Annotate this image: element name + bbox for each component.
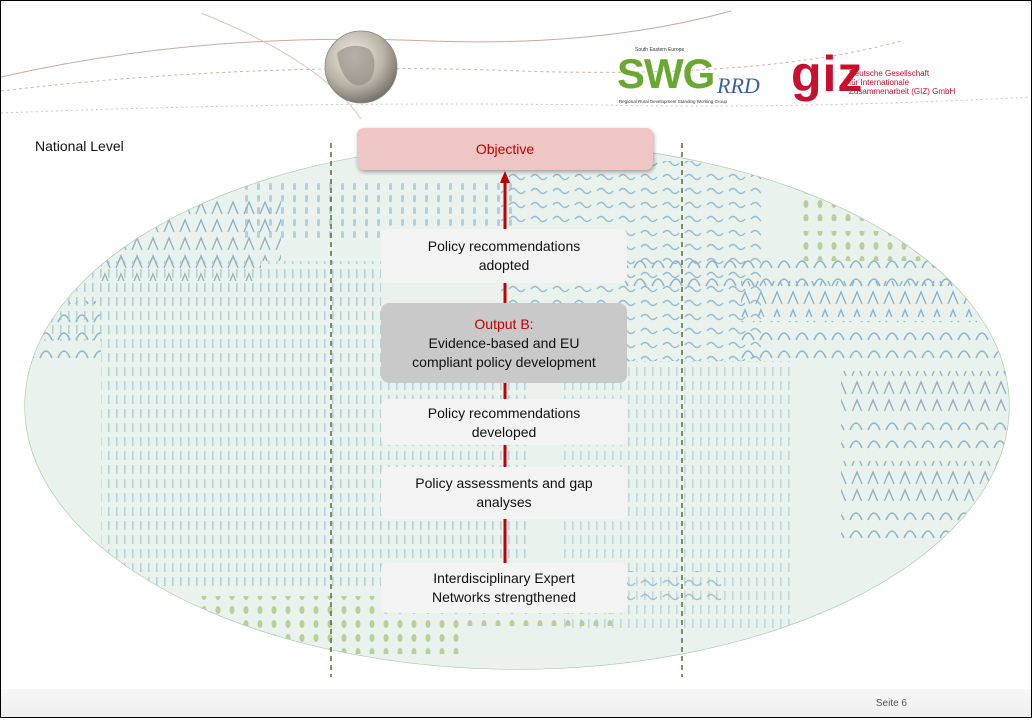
box-line: Policy recommendations xyxy=(427,238,581,254)
giz-logo-text: Deutsche Gesellschaft für Internationale… xyxy=(849,69,955,96)
giz-logo-word: giz xyxy=(791,46,864,102)
giz-line-2: für Internationale xyxy=(849,78,910,87)
output-title: Output B: xyxy=(474,315,534,332)
box-line: adopted xyxy=(478,257,530,273)
result-box-assessments: Policy assessments and gap analyses xyxy=(381,467,627,519)
box-line: Policy recommendations xyxy=(427,405,581,421)
box-line: Policy assessments and gap xyxy=(415,475,593,491)
swg-suffix: RRD xyxy=(717,73,760,98)
result-box-networks: Interdisciplinary Expert Networks streng… xyxy=(381,563,627,613)
giz-line-3: Zusammenarbeit (GIZ) GmbH xyxy=(849,87,956,96)
box-line: Networks strengthened xyxy=(432,589,576,605)
output-line: compliant policy development xyxy=(412,353,596,370)
swg-word: SWG xyxy=(617,50,715,97)
box-line: developed xyxy=(471,424,537,440)
swg-rrd-logo: South Eastern Europe SWG RRD Regional Ru… xyxy=(615,47,785,109)
arrow-head xyxy=(500,171,510,183)
swg-bottom-text: Regional Rural Development Standing Work… xyxy=(619,99,727,104)
footer-bar xyxy=(1,689,1031,717)
objective-box: Objective xyxy=(357,128,653,170)
box-line: analyses xyxy=(476,494,532,510)
level-label: National Level xyxy=(35,138,124,154)
giz-line-1: Deutsche Gesellschaft xyxy=(849,69,930,78)
objective-label: Objective xyxy=(475,141,535,157)
box-line: Interdisciplinary Expert xyxy=(433,570,575,586)
result-box-adopted: Policy recommendations adopted xyxy=(381,229,627,283)
result-box-developed: Policy recommendations developed xyxy=(381,399,627,445)
output-line: Evidence-based and EU xyxy=(428,334,580,351)
page-number: Seite 6 xyxy=(875,698,907,709)
output-b-box: Output B: Evidence-based and EU complian… xyxy=(381,303,627,383)
swg-top-text: South Eastern Europe xyxy=(635,47,685,53)
